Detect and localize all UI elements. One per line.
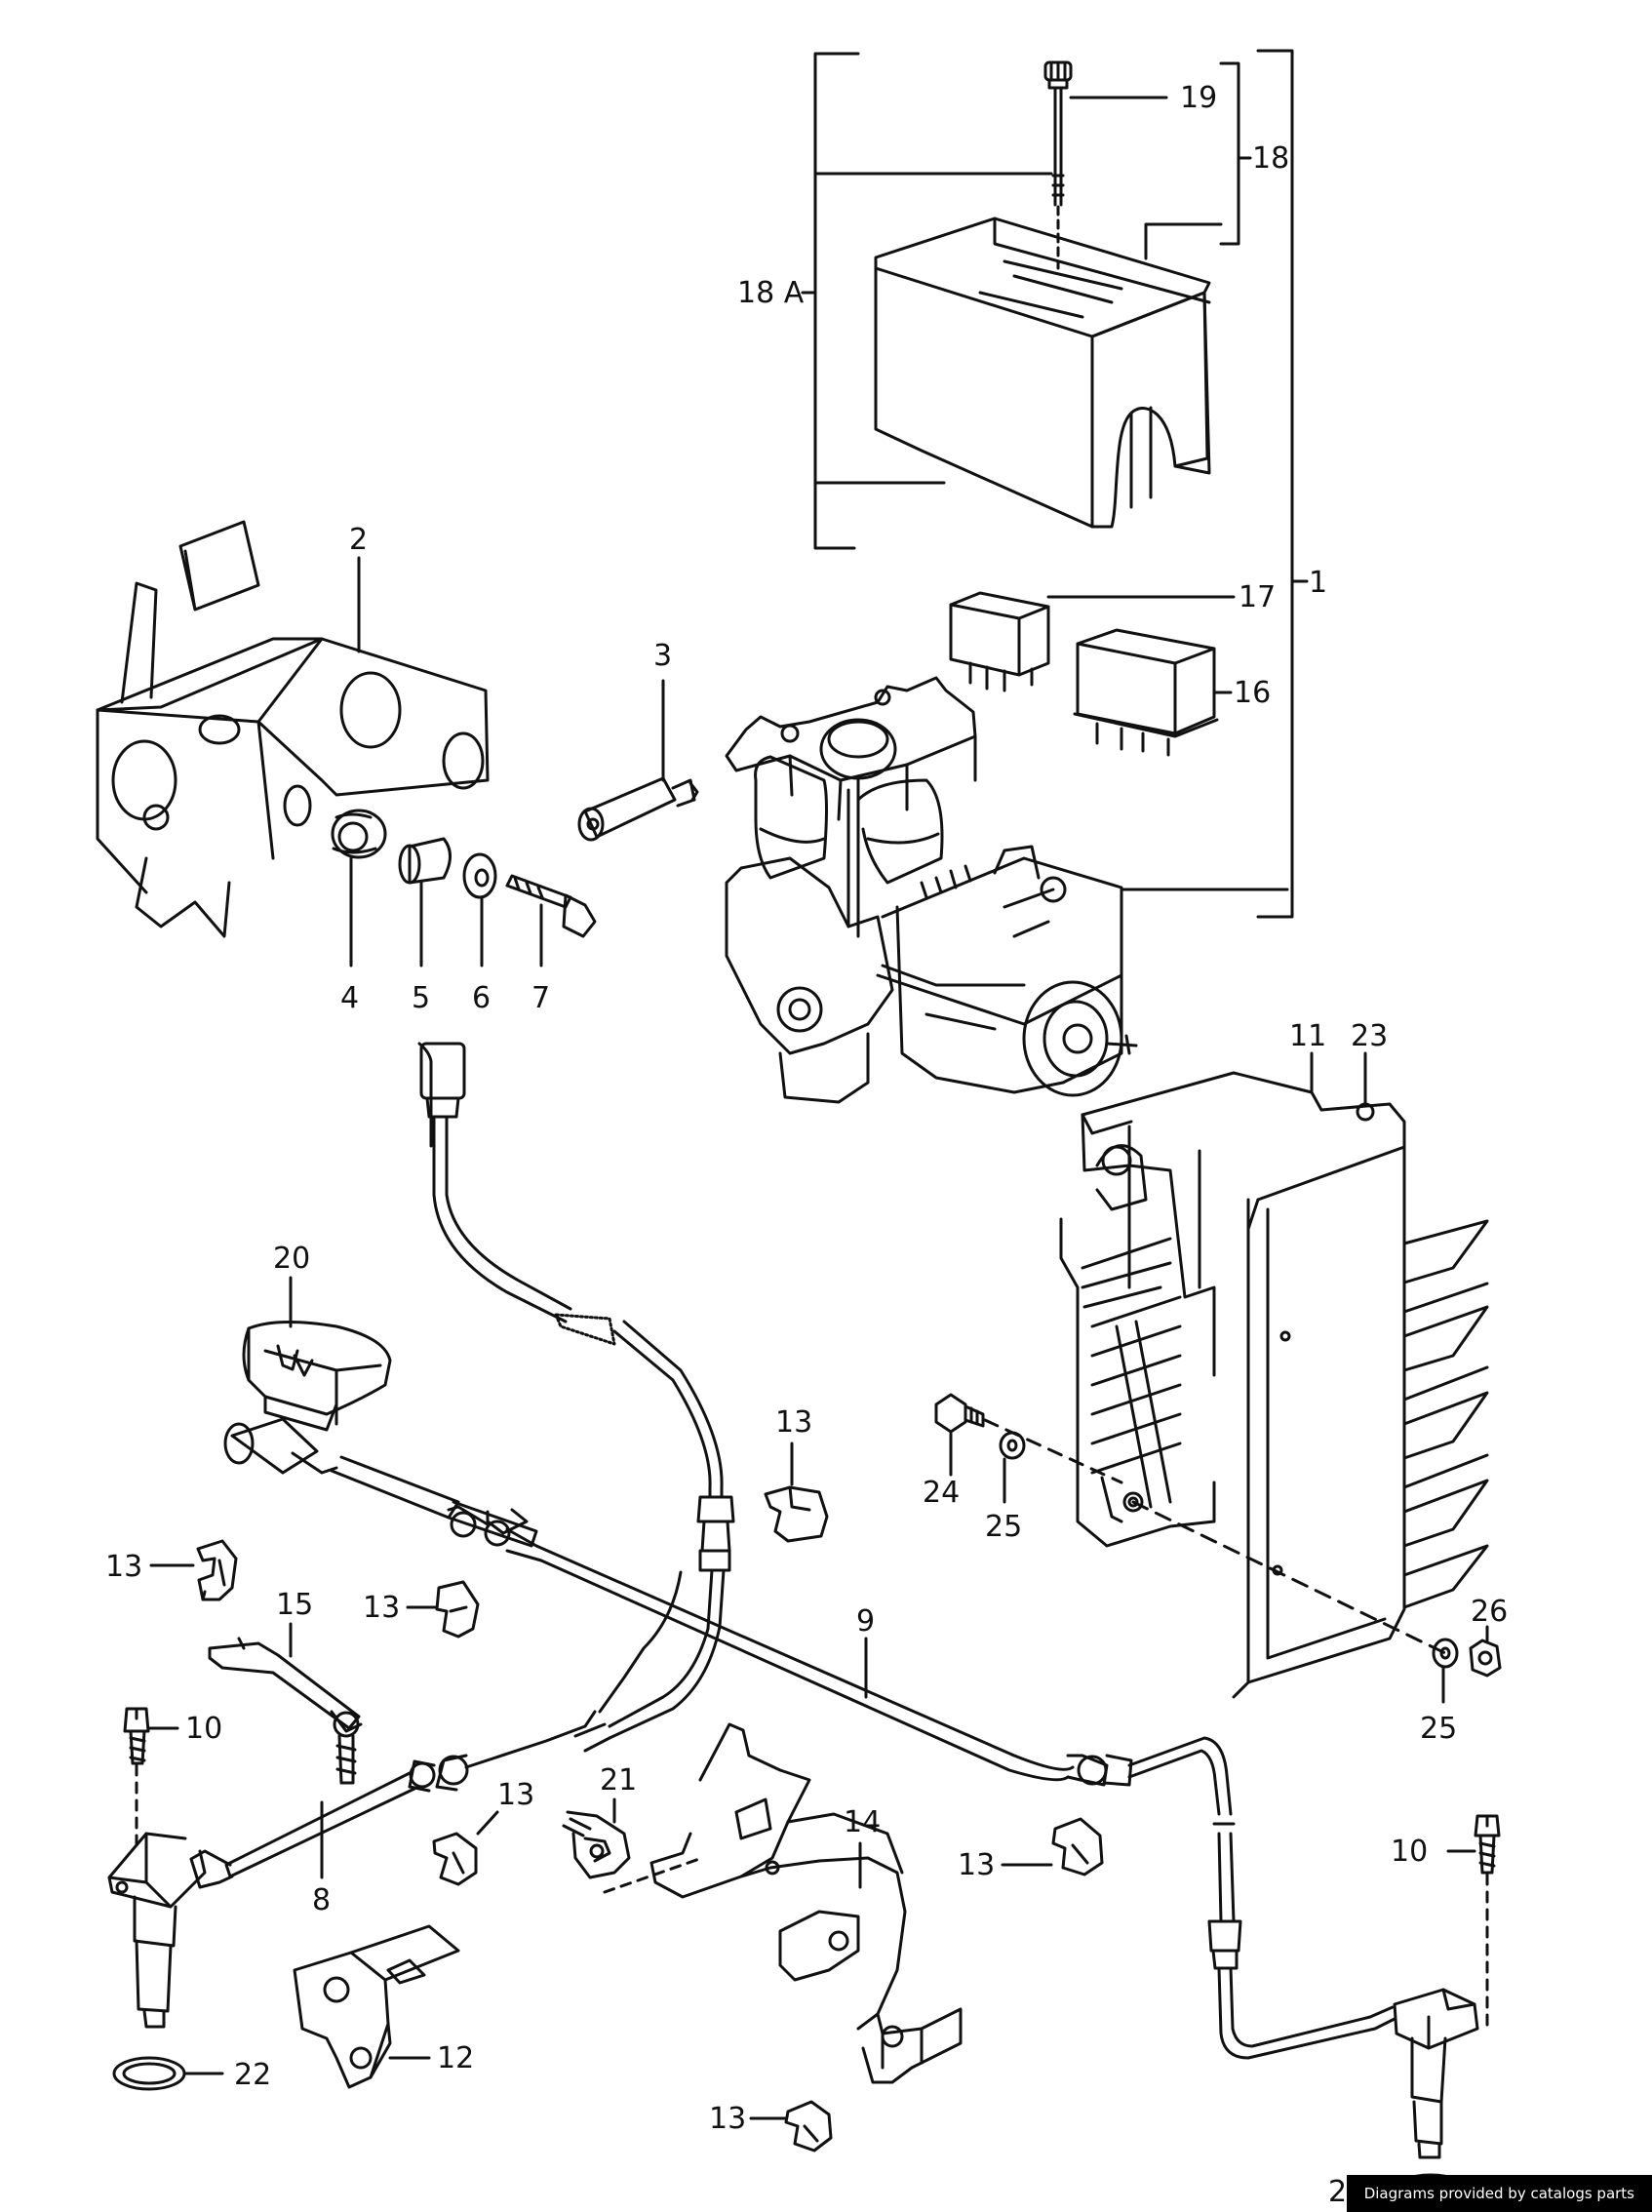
bracket-12 — [293, 1924, 460, 2089]
clip-13-f — [784, 2100, 833, 2153]
cable-9-main — [223, 1417, 1479, 2159]
leader-mount-dash — [1131, 1500, 1447, 1655]
label-7: 7 — [531, 981, 550, 1015]
label-5: 5 — [412, 981, 430, 1015]
label-2: 2 — [349, 523, 368, 557]
label-18a: 18 A — [737, 276, 805, 310]
bolt-10-left — [123, 1707, 150, 1765]
label-9: 9 — [856, 1604, 875, 1639]
label-24: 24 — [923, 1476, 960, 1510]
label-25-lower: 25 — [1420, 1712, 1457, 1746]
grommet-4 — [331, 809, 387, 859]
leader-14-dash — [603, 1856, 704, 1894]
clip-13-c — [764, 1485, 829, 1543]
clip-21 — [562, 1810, 631, 1879]
label-1: 1 — [1309, 566, 1327, 600]
bracket-14 — [649, 1722, 963, 2084]
bracket-group-1 — [1256, 49, 1294, 919]
label-13-c: 13 — [775, 1405, 812, 1440]
label-8: 8 — [312, 1883, 331, 1917]
label-17: 17 — [1239, 580, 1276, 614]
clip-13-e — [1051, 1817, 1104, 1876]
bracket-group-18 — [1219, 61, 1240, 246]
label-10-left: 10 — [185, 1712, 222, 1746]
bracket-group-18a — [813, 52, 860, 550]
bolt-10-right — [1474, 1814, 1501, 1875]
relay-17 — [949, 591, 1050, 692]
bolt-24 — [934, 1393, 985, 1434]
label-10-right: 10 — [1391, 1835, 1428, 1869]
label-23: 23 — [1351, 1019, 1388, 1053]
bolt-7 — [505, 874, 597, 938]
label-22-left: 22 — [234, 2058, 271, 2092]
label-20: 20 — [273, 1242, 310, 1276]
clip-13-b — [435, 1580, 480, 1639]
sleeve-20 — [242, 1321, 392, 1432]
washer-25-upper — [999, 1431, 1026, 1460]
label-13-a: 13 — [105, 1550, 142, 1584]
cable-8 — [107, 1570, 683, 2029]
relay-cover-18 — [874, 217, 1211, 529]
leader-13-d — [476, 1810, 499, 1836]
control-unit-11 — [1059, 1071, 1489, 1699]
clip-13-a — [196, 1539, 238, 1601]
label-13-e: 13 — [958, 1848, 995, 1882]
bracket-2 — [96, 520, 490, 938]
sleeve-5 — [398, 837, 452, 885]
leader-18-cover — [1144, 222, 1223, 260]
relay-16 — [1073, 628, 1219, 757]
holder-15 — [208, 1637, 363, 1785]
clip-13-d — [432, 1832, 478, 1886]
label-6: 6 — [472, 981, 491, 1015]
leader-24-dash — [983, 1418, 1123, 1484]
label-25-upper: 25 — [985, 1510, 1022, 1544]
label-3: 3 — [653, 639, 672, 673]
cable-9 — [417, 1042, 735, 1753]
label-13-f: 13 — [709, 2102, 746, 2136]
label-16: 16 — [1234, 676, 1271, 710]
hydraulic-unit-1 — [725, 676, 1138, 1104]
seal-ring-22-left — [112, 2056, 186, 2091]
label-15: 15 — [276, 1588, 313, 1622]
label-12: 12 — [437, 2041, 474, 2075]
label-19: 19 — [1180, 81, 1217, 115]
label-13-d: 13 — [497, 1778, 534, 1812]
nut-26 — [1469, 1639, 1502, 1678]
fitting-3 — [577, 776, 699, 842]
label-13-b: 13 — [363, 1591, 400, 1625]
credit-banner: Diagrams provided by catalogs parts — [1346, 2175, 1652, 2212]
label-18: 18 — [1252, 141, 1289, 176]
label-4: 4 — [340, 981, 359, 1015]
label-21: 21 — [600, 1763, 637, 1797]
label-14: 14 — [844, 1805, 881, 1839]
screw-19 — [1043, 60, 1073, 207]
label-11: 11 — [1289, 1019, 1326, 1053]
label-26: 26 — [1471, 1595, 1508, 1629]
washer-25-lower — [1432, 1638, 1459, 1669]
washer-6 — [462, 852, 497, 899]
